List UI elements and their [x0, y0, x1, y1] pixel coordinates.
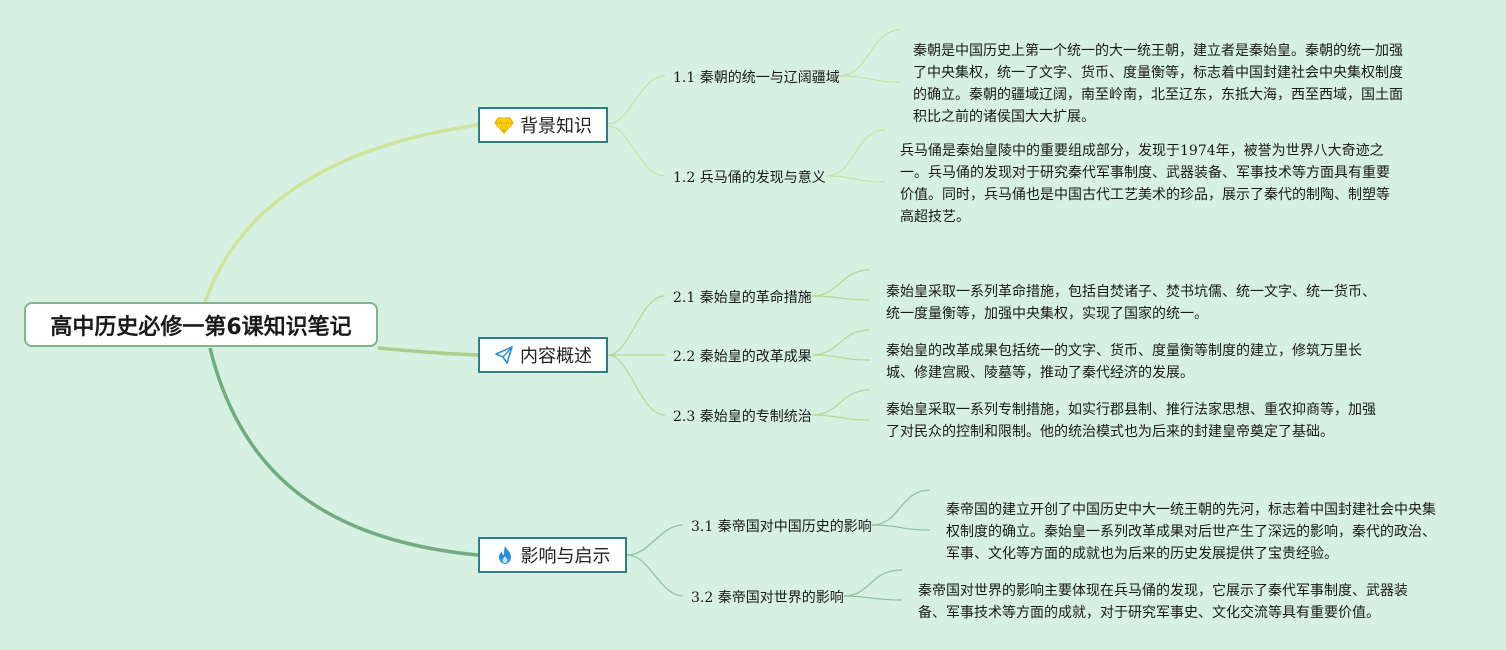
branch-impact[interactable]: 影响与启示	[478, 537, 627, 573]
topic-2-1[interactable]: 2.1 秦始皇的革命措施	[673, 290, 812, 306]
topic-2-3[interactable]: 2.3 秦始皇的专制统治	[673, 409, 812, 425]
note-2-3: 秦始皇采取一系列专制措施，如实行郡县制、推行法家思想、重农抑商等，加强了对民众的…	[886, 402, 1376, 440]
topic-3-1[interactable]: 3.1 秦帝国对中国历史的影响	[691, 519, 872, 535]
note-3-1: 秦帝国的建立开创了中国历史中大一统王朝的先河，标志着中国封建社会中央集权制度的确…	[946, 502, 1436, 562]
connector-root-branch-1	[203, 123, 479, 303]
connector-root-branch-2	[377, 346, 479, 357]
flame-icon	[498, 546, 511, 564]
topic-3-2[interactable]: 3.2 秦帝国对世界的影响	[691, 590, 844, 606]
note-1-2: 兵马俑是秦始皇陵中的重要组成部分，发现于1974年，被誉为世界八大奇迹之一。兵马…	[900, 143, 1390, 225]
topic-2-2[interactable]: 2.2 秦始皇的改革成果	[673, 349, 812, 365]
connector-root-branch-3	[208, 347, 479, 557]
note-2-2: 秦始皇的改革成果包括统一的文字、货币、度量衡等制度的建立，修筑万里长城、修建宫殿…	[886, 343, 1362, 381]
root-title: 高中历史必修一第6课知识笔记	[50, 314, 352, 340]
root-node[interactable]: 高中历史必修一第6课知识笔记	[24, 302, 378, 347]
branch-background[interactable]: 背景知识	[478, 107, 608, 143]
branch-label: 内容概述	[520, 346, 592, 367]
branch-label: 影响与启示	[520, 546, 611, 567]
topic-1-2[interactable]: 1.2 兵马俑的发现与意义	[673, 170, 826, 186]
note-3-2: 秦帝国对世界的影响主要体现在兵马俑的发现，它展示了秦代军事制度、武器装备、军事技…	[918, 583, 1408, 621]
branch-label: 背景知识	[520, 116, 592, 137]
note-2-1: 秦始皇采取一系列革命措施，包括自焚诸子、焚书坑儒、统一文字、统一货币、统一度量衡…	[886, 284, 1376, 322]
branch-overview[interactable]: 内容概述	[478, 337, 608, 373]
note-1-1: 秦朝是中国历史上第一个统一的大一统王朝，建立者是秦始皇。秦朝的统一加强了中央集权…	[913, 43, 1403, 125]
paper-plane-icon	[495, 346, 513, 364]
gem-icon	[494, 117, 514, 135]
topic-1-1[interactable]: 1.1 秦朝的统一与辽阔疆域	[673, 70, 840, 86]
